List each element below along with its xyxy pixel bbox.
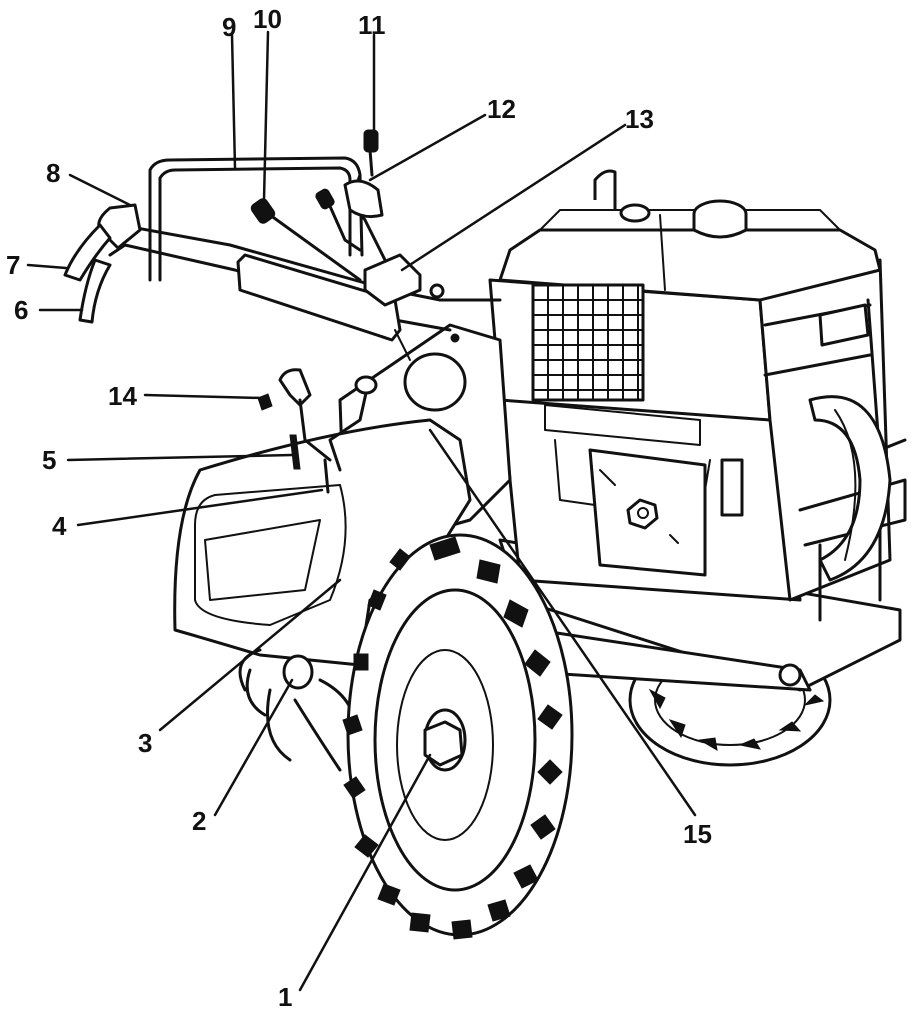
callout-4: 4 [52,511,67,541]
leader-line-3 [158,578,342,732]
callout-7: 7 [6,250,20,280]
rotary-tines [238,648,358,772]
callout-9: 9 [222,12,236,42]
leader-line-8 [68,173,132,207]
callout-12: 12 [487,94,516,124]
front-wheel [342,533,574,940]
leader-line-4 [76,488,324,527]
leader-line-2 [213,678,294,817]
leader-line-13 [400,123,627,272]
leader-line-12 [368,113,487,182]
callout-2: 2 [192,806,206,836]
callout-14: 14 [108,381,137,411]
callout-13: 13 [625,104,654,134]
callout-3: 3 [138,728,152,758]
callout-10: 10 [253,4,282,34]
engine [488,169,907,622]
callout-5: 5 [42,445,56,475]
leader-line-5 [66,453,294,462]
leader-line-7 [26,263,68,270]
leader-lines [26,30,697,992]
leader-line-14 [143,393,264,400]
tiller-controls [257,368,378,494]
callout-8: 8 [46,158,60,188]
leader-line-15 [428,428,697,817]
leader-line-9 [230,33,237,170]
handlebars [63,129,502,361]
callout-1: 1 [278,982,292,1010]
callout-11: 11 [358,10,386,40]
tiller-shield [173,418,472,667]
leader-line-1 [298,753,432,992]
leader-line-10 [262,30,270,202]
callout-15: 15 [683,819,712,849]
callout-labels: 1 2 3 4 5 6 7 8 9 10 11 12 13 14 15 [6,4,712,1010]
callout-6: 6 [14,295,28,325]
